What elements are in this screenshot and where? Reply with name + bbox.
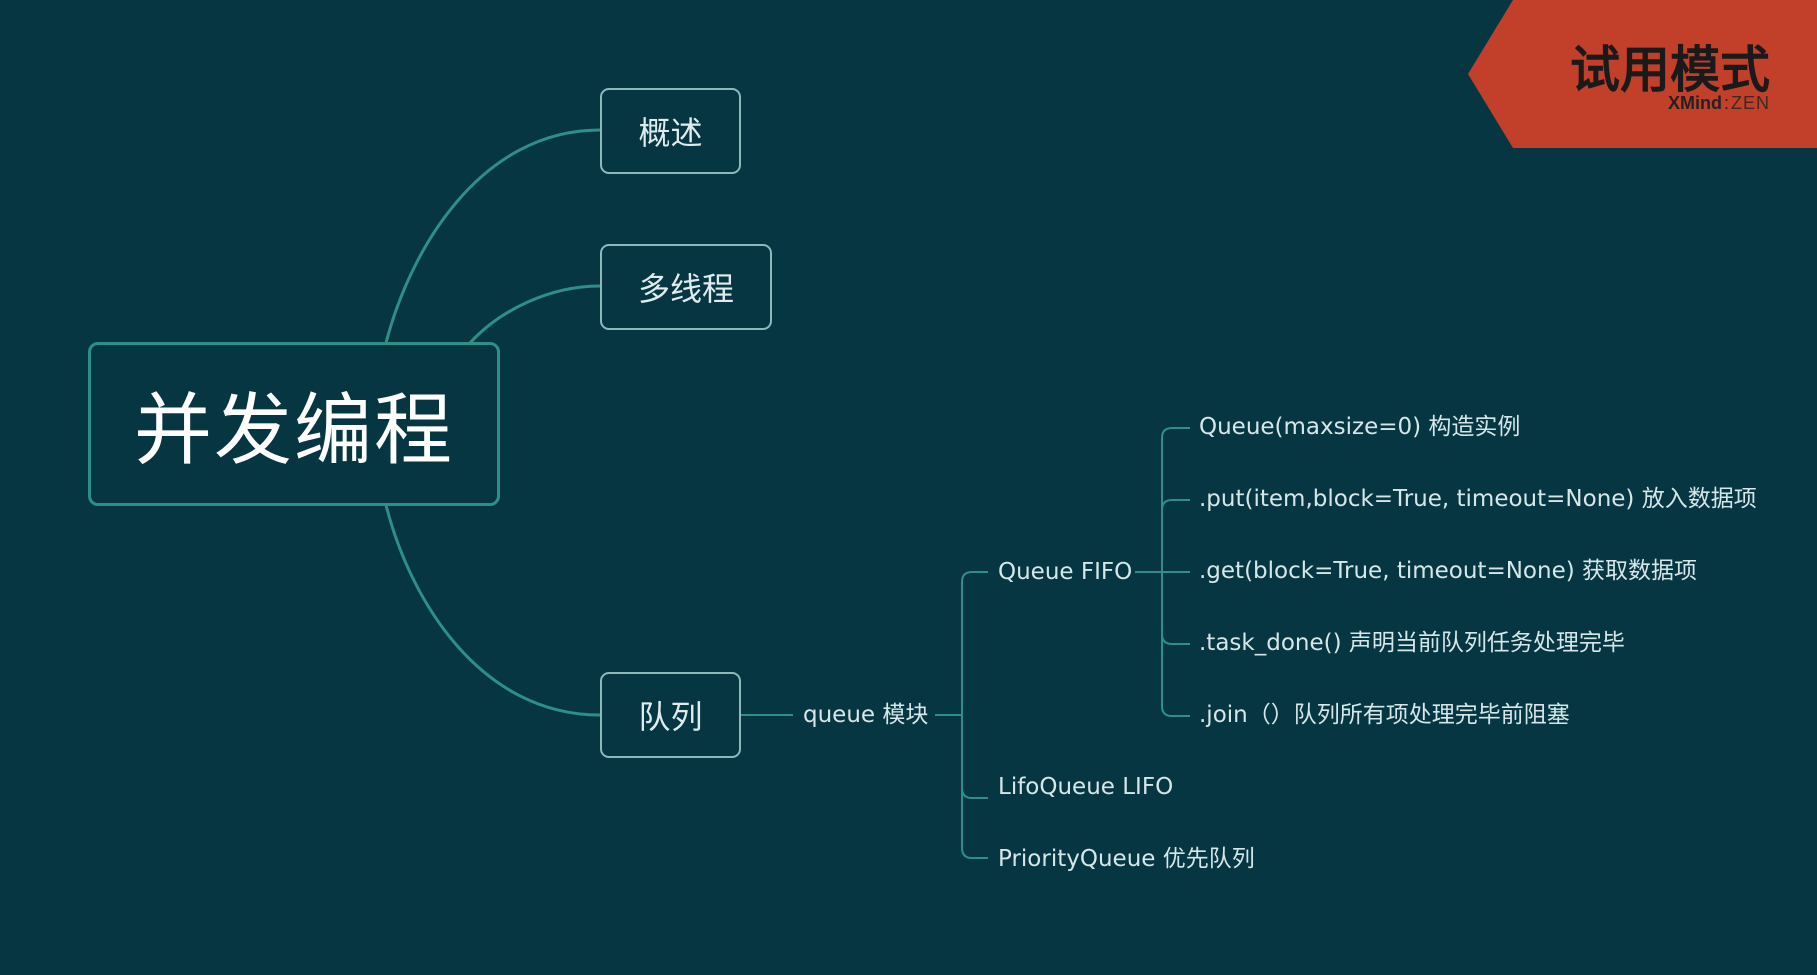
topic-queue-label: 队列	[638, 698, 703, 736]
branch-line-fifo-methods	[1135, 427, 1190, 717]
subtopic-queue-module[interactable]: queue 模块	[803, 702, 929, 728]
method-join[interactable]: .join（）队列所有项处理完毕前阻塞	[1199, 702, 1570, 728]
method-constructor[interactable]: Queue(maxsize=0) 构造实例	[1199, 414, 1521, 440]
branch-line-overview	[384, 128, 602, 345]
brand-edition: ZEN	[1731, 93, 1770, 113]
trial-mode-badge: 试用模式 XMind:ZEN	[1468, 0, 1817, 148]
subtopic-priorityqueue[interactable]: PriorityQueue 优先队列	[998, 846, 1255, 872]
xmind-zen-logo: XMind:ZEN	[1668, 93, 1770, 114]
subtopic-queue-fifo[interactable]: Queue FIFO	[998, 559, 1133, 585]
method-task-done[interactable]: .task_done() 声明当前队列任务处理完毕	[1199, 630, 1625, 656]
brand-separator: :	[1723, 93, 1729, 113]
topic-multithread-label: 多线程	[637, 270, 734, 308]
trial-badge-shape	[1468, 0, 1817, 148]
subtopic-lifoqueue[interactable]: LifoQueue LIFO	[998, 774, 1174, 800]
branch-line-multithread	[468, 284, 602, 345]
topic-overview[interactable]: 概述	[600, 88, 741, 174]
topic-queue[interactable]: 队列	[600, 672, 741, 758]
central-topic[interactable]: 并发编程	[88, 342, 500, 506]
topic-multithread[interactable]: 多线程	[600, 244, 772, 330]
trial-mode-title: 试用模式	[1570, 41, 1770, 99]
branch-line-queue-types	[935, 571, 988, 859]
branch-line-queue	[384, 503, 602, 717]
method-get[interactable]: .get(block=True, timeout=None) 获取数据项	[1199, 558, 1698, 584]
method-put[interactable]: .put(item,block=True, timeout=None) 放入数据…	[1199, 486, 1757, 512]
topic-overview-label: 概述	[638, 114, 703, 152]
brand-name: XMind	[1667, 93, 1722, 113]
central-topic-label: 并发编程	[133, 386, 454, 476]
